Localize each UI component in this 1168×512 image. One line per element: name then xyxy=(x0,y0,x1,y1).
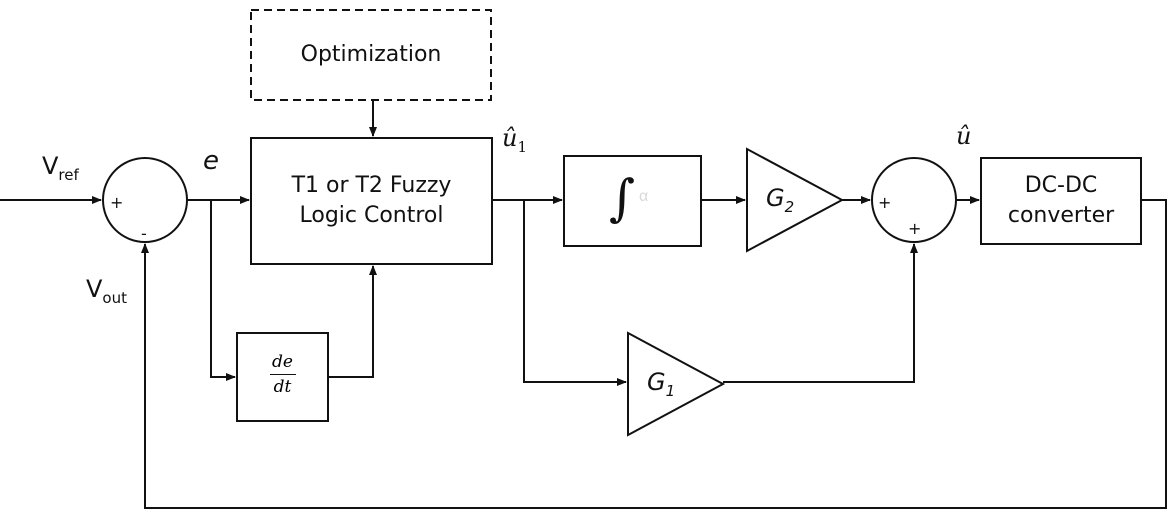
error-label: e xyxy=(203,146,219,176)
g1-base: G xyxy=(647,368,666,396)
integrator-faint-mark: α xyxy=(639,188,649,205)
derivative-numerator: de xyxy=(272,352,293,372)
converter-line2: converter xyxy=(1007,203,1115,228)
sum2-plus-bottom-sign: + xyxy=(908,219,922,238)
vout-base: V xyxy=(86,275,103,303)
optimization-block xyxy=(250,9,492,101)
u1-hat-base: û xyxy=(502,124,518,152)
integral-sign: ∫ xyxy=(609,169,636,227)
feedback-line xyxy=(141,199,1167,509)
u1-to-g1-line xyxy=(523,200,627,386)
sum1-plus-sign: + xyxy=(110,193,124,212)
g1-to-sum2-line xyxy=(723,243,918,383)
fuzzy-control-line2: Logic Control xyxy=(299,203,444,228)
gain-g1-triangle xyxy=(627,331,726,437)
dc-dc-converter-label: DC-DC converter xyxy=(981,171,1141,231)
derivative-to-fuzzy-line xyxy=(328,265,377,378)
fraction-bar xyxy=(269,374,296,375)
sum1-minus-sign: - xyxy=(141,224,147,243)
gain-g1-label: G1 xyxy=(647,368,675,400)
u1-hat-label: û1 xyxy=(502,124,527,156)
error-to-derivative-line xyxy=(210,200,236,381)
fuzzy-control-line1: T1 or T2 Fuzzy xyxy=(291,173,452,198)
derivative-denominator: dt xyxy=(273,377,292,397)
vref-label: Vref xyxy=(42,152,79,184)
sum2-plus-left-sign: + xyxy=(878,193,892,212)
u-hat-label: û xyxy=(956,122,972,150)
converter-line1: DC-DC xyxy=(1024,173,1098,198)
g1-sub: 1 xyxy=(665,382,676,400)
vout-label: Vout xyxy=(86,275,127,307)
gain-g2-label: G2 xyxy=(766,184,794,216)
optimization-label: Optimization xyxy=(300,42,442,67)
vref-sub: ref xyxy=(58,166,79,184)
g2-base: G xyxy=(766,184,785,212)
g2-sub: 2 xyxy=(784,198,795,216)
gain-g2-triangle xyxy=(746,147,845,253)
fuzzy-control-label: T1 or T2 Fuzzy Logic Control xyxy=(251,171,492,231)
vref-base: V xyxy=(42,152,59,180)
u1-hat-sub: 1 xyxy=(517,138,528,156)
derivative-fraction: de dt xyxy=(237,352,328,397)
vout-sub: out xyxy=(102,289,127,307)
